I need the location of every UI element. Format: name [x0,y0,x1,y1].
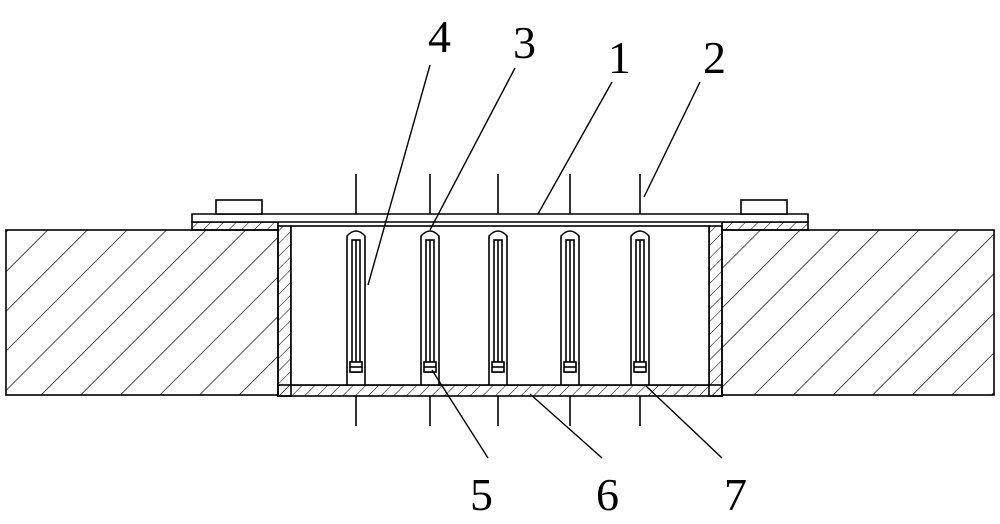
right-bolt-head [740,199,788,215]
label-1: 1 [608,32,631,83]
label-5: 5 [470,469,493,520]
leader-3 [429,67,516,231]
right-slab [721,229,995,396]
holder-4 [560,230,580,385]
leader-5 [431,369,489,459]
cover-plate [191,213,809,223]
holder-5 [630,230,650,385]
holder-2 [420,230,440,385]
leader-lines [367,64,723,459]
label-3: 3 [513,17,536,68]
leader-7 [645,385,723,459]
label-4: 4 [428,11,451,62]
left-bolt-head [215,199,263,215]
holder-3 [488,230,508,385]
right-flange [721,221,809,231]
rods-group [346,174,650,426]
left-slab [5,229,279,396]
holder-1 [346,230,366,385]
leader-6 [529,393,603,459]
leader-4 [367,64,431,286]
label-6: 6 [596,469,619,520]
label-2: 2 [703,32,726,83]
leader-1 [537,81,613,215]
label-7: 7 [724,469,747,520]
leader-2 [643,81,701,198]
left-flange [191,221,279,231]
